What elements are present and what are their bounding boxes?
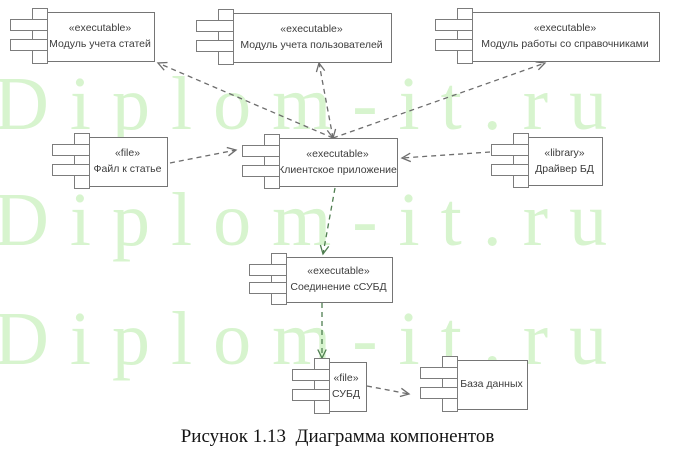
uml-component-icon-tab	[196, 20, 234, 33]
connector-client-to-db-connection	[322, 187, 336, 255]
connector-client-to-articles-module	[157, 62, 334, 139]
uml-component-icon	[442, 356, 458, 412]
component-db-driver: «library» Драйвер БД	[491, 133, 603, 188]
uml-component-icon-tab	[52, 164, 90, 177]
uml-component-icon-tab	[10, 19, 48, 32]
component-article-file: «file» Файл к статье	[52, 133, 168, 189]
component-stereotype: «executable»	[307, 265, 370, 278]
connector-client-to-users-module	[315, 61, 326, 73]
watermark-text: Diplom-it.ru	[0, 62, 629, 146]
component-name: Соединение сСУБД	[290, 281, 387, 293]
connector-subd-to-database	[399, 387, 411, 398]
uml-component-icon-tab	[10, 39, 48, 52]
component-stereotype: «library»	[544, 146, 585, 159]
figure-caption: Рисунок 1.13 Диаграмма компонентов	[180, 426, 495, 447]
watermark-text: Diplom-it.ru	[0, 178, 629, 262]
component-name: Драйвер БД	[535, 162, 594, 175]
uml-component-icon	[513, 133, 529, 188]
component-name: Модуль работы со справочниками	[481, 38, 649, 50]
component-client-app: «executable» Клиентское приложение	[242, 134, 398, 189]
uml-component-icon-tab	[420, 387, 458, 400]
component-stereotype: «executable»	[68, 22, 132, 35]
connector-article-file-to-client	[169, 149, 237, 164]
uml-component-icon-tab	[242, 164, 280, 177]
connector-client-to-users-module	[318, 62, 334, 139]
component-stereotype: «file»	[333, 372, 359, 385]
connector-article-file-to-client	[226, 146, 238, 157]
component-name: База данных	[460, 378, 523, 391]
uml-component-icon	[32, 8, 48, 64]
uml-component-icon-tab	[420, 367, 458, 380]
uml-component-icon-tab	[292, 389, 330, 402]
uml-component-icon	[271, 253, 287, 305]
component-db-connection: «executable» Соединение сСУБД	[249, 253, 393, 305]
uml-component-icon	[264, 134, 280, 189]
component-name: Модуль учета статей	[49, 38, 151, 50]
uml-component-icon	[314, 358, 330, 414]
connector-client-to-reference-module	[535, 61, 547, 71]
uml-component-icon-tab	[52, 144, 90, 157]
connector-db-driver-to-client	[400, 152, 412, 163]
component-stereotype: «file»	[114, 147, 141, 160]
uml-component-icon-tab	[491, 163, 529, 176]
component-stereotype: «executable»	[533, 22, 597, 35]
connector-client-to-db-connection	[319, 244, 330, 256]
uml-component-icon-tab	[435, 19, 473, 32]
connector-client-to-articles-module	[156, 61, 168, 71]
component-stereotype: «executable»	[306, 147, 369, 160]
component-users-module: «executable» Модуль учета пользователей	[196, 9, 392, 65]
uml-component-icon-tab	[242, 145, 280, 158]
component-name: Файл к статье	[93, 163, 162, 175]
component-articles-module: «executable» Модуль учета статей	[10, 8, 155, 64]
component-subd: «file» СУБД	[292, 358, 367, 414]
uml-component-icon-tab	[292, 369, 330, 382]
uml-component-icon-tab	[491, 144, 529, 157]
component-reference-module: «executable» Модуль работы со справочник…	[435, 8, 660, 64]
component-stereotype: «executable»	[280, 23, 343, 36]
component-database: База данных	[420, 356, 528, 412]
component-name: СУБД	[332, 388, 360, 400]
uml-component-icon-tab	[196, 40, 234, 53]
connector-client-to-reference-module	[332, 62, 546, 139]
connector-subd-to-database	[366, 385, 410, 395]
uml-component-icon-tab	[249, 282, 287, 295]
connector-db-driver-to-client	[401, 151, 491, 159]
uml-component-icon	[74, 133, 90, 189]
uml-component-icon-tab	[435, 39, 473, 52]
uml-component-icon-tab	[249, 263, 287, 276]
component-name: Клиентское приложение	[278, 163, 397, 176]
component-name: Модуль учета пользователей	[240, 39, 383, 51]
uml-component-icon	[457, 8, 473, 64]
uml-component-icon	[218, 9, 234, 65]
